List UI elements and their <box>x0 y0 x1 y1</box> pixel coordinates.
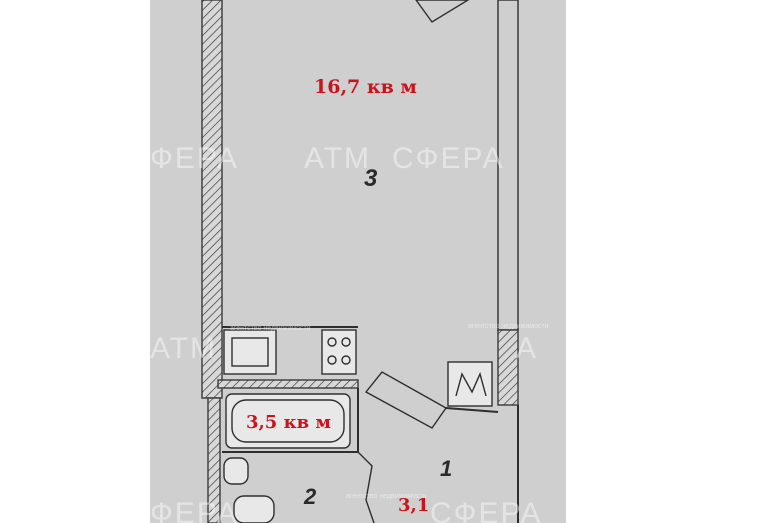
boiler-symbol <box>455 371 487 397</box>
stove-burner <box>327 355 337 365</box>
washbasin <box>223 457 249 485</box>
kitchen-sink-basin <box>231 337 269 367</box>
right-wall-hatched <box>497 329 519 406</box>
watermark-tagline: агентство недвижимости <box>468 323 549 330</box>
room-3-area: 16,7 кв м <box>314 76 417 98</box>
watermark-bottom-left: ФЕРА <box>150 497 239 523</box>
hall-wall <box>445 407 499 413</box>
room-2-area: 3,5 кв м <box>246 412 331 433</box>
room-2-number: 2 <box>303 484 317 509</box>
watermark-tagline: агентство недвижимости <box>230 325 311 332</box>
room-3-number: 3 <box>364 165 378 192</box>
toilet <box>233 495 275 523</box>
stove-burner <box>327 337 337 347</box>
stove <box>321 329 357 375</box>
watermark-tagline: агентство недвижимости <box>346 493 427 500</box>
watermark-sfera: СФЕРА <box>392 142 505 175</box>
watermark-left: ФЕРА <box>150 142 239 175</box>
bathtub-inner <box>231 399 345 443</box>
watermark-bottom: СФЕРА <box>430 497 543 523</box>
watermark-atm: АТМ <box>304 142 371 175</box>
boiler-box <box>447 361 493 407</box>
bathtub <box>225 393 351 449</box>
room-1-number: 1 <box>440 456 452 481</box>
watermark-right: А <box>516 332 538 365</box>
bathroom-top-wall <box>217 379 359 389</box>
bath-door <box>357 451 375 523</box>
stove-burner <box>341 337 351 347</box>
stove-burner <box>341 355 351 365</box>
watermark-left-mid: АТМ <box>150 332 217 365</box>
bathroom-left-wall <box>207 397 221 523</box>
room-1-area: 3,1 <box>398 495 429 516</box>
door-swing-top <box>415 0 470 23</box>
